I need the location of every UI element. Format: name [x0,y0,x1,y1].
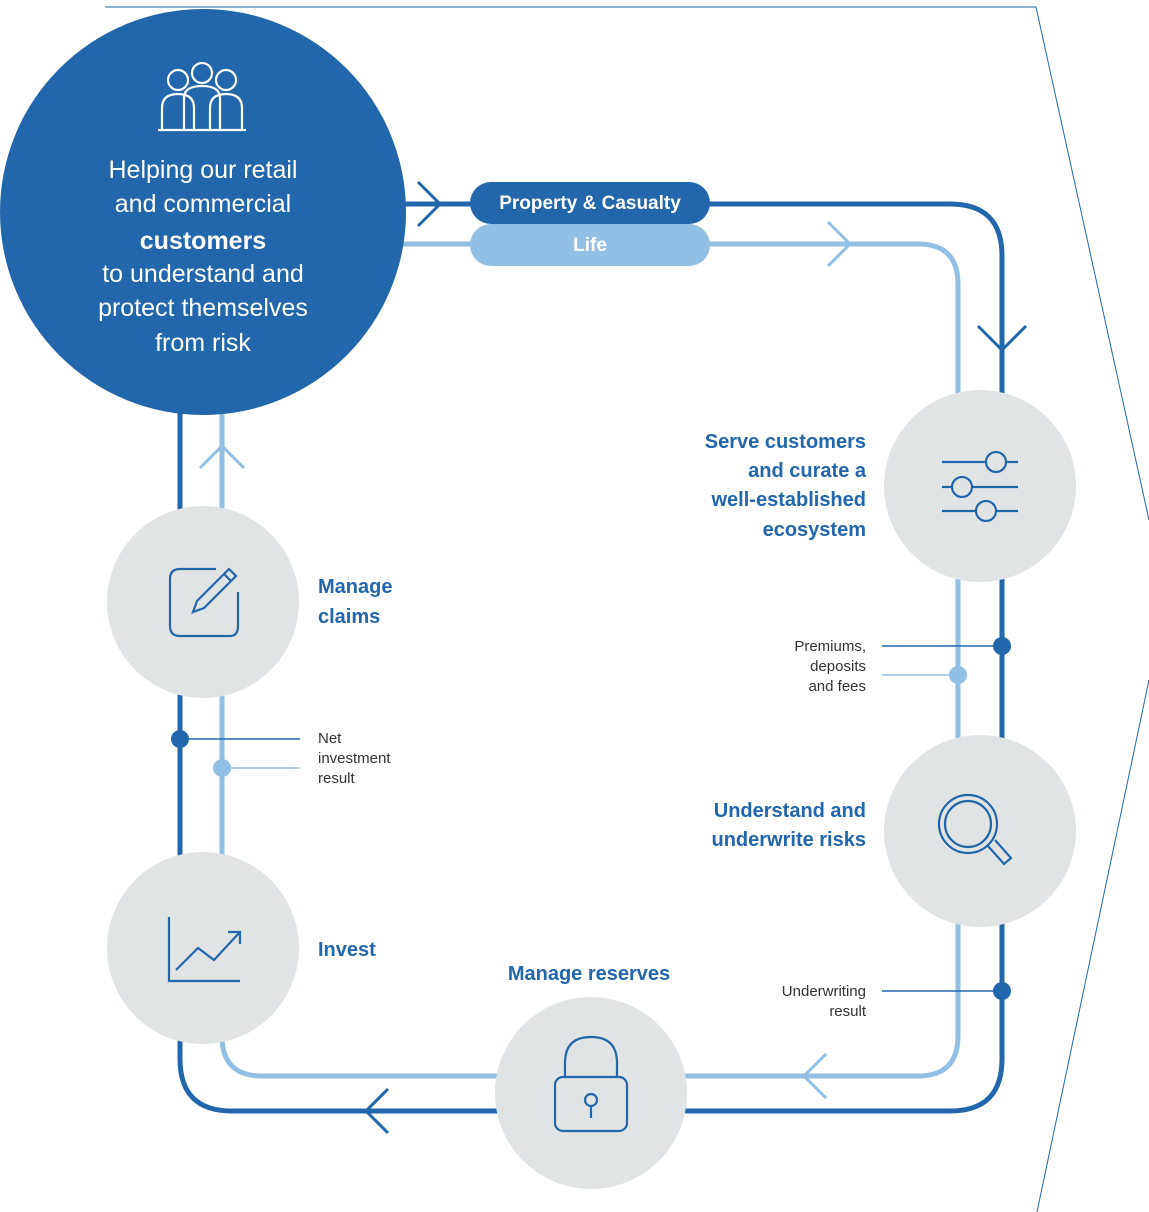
premiums-dot-pc [993,637,1011,655]
pc-pill-label: Property & Casualty [499,193,681,214]
arrow-pc-left-icon [363,1087,390,1135]
people-group-icon [158,61,246,132]
arrow-pc-down-icon [976,324,1028,353]
hub-text-line-2: and commercial [115,190,291,218]
manage-reserves-node [495,997,687,1189]
claims-label-line-1: Manage [318,576,392,598]
claims-node-circle [107,506,299,698]
hub-text-line-3: customers [140,227,266,255]
underwriting-dot-pc [993,982,1011,1000]
net-investment-dot-life [213,759,231,777]
serve-customers-node [884,390,1076,582]
premiums-label-line-3: and fees [808,678,866,695]
serve-label-line-1: Serve customers [705,431,866,453]
underwrite-node-circle [884,735,1076,927]
edit-note-icon [168,567,240,638]
net-investment-dot-pc [171,730,189,748]
serve-label-line-2: and curate a [748,460,867,482]
customers-hub: Helping our retail and commercial custom… [0,9,406,415]
arrow-life-up-icon [198,443,246,470]
property-casualty-pill: Property & Casualty [470,182,710,224]
life-pill-label: Life [573,235,607,256]
arrow-life-left-icon [801,1052,828,1100]
invest-node [107,852,299,1044]
sliders-icon [942,450,1018,523]
underwrite-label-line-2: underwrite risks [711,829,866,851]
hub-text-line-4: to understand and [102,260,304,288]
net-investment-label-line-3: result [318,770,356,787]
premiums-label-line-1: Premiums, [794,638,866,655]
underwriting-annotation-markers [882,982,1011,1000]
net-investment-label-line-1: Net [318,730,342,747]
pc-pill-shape [470,182,710,224]
growth-chart-icon [167,917,242,983]
manage-claims-node [107,506,299,698]
hub-circle [0,9,406,415]
underwriting-label-line-1: Underwriting [782,983,866,1000]
arrow-pc-right-icon [416,180,443,228]
premiums-annotation-markers [882,637,1011,684]
frame-line [105,6,1149,1212]
underwriting-label-line-2: result [829,1003,867,1020]
underwrite-label-line-1: Understand and [714,800,866,822]
claims-label-line-2: claims [318,606,380,628]
net-investment-annotation-markers [171,730,300,777]
hub-text-line-1: Helping our retail [109,156,298,184]
life-loop [219,241,961,1079]
premiums-dot-life [949,666,967,684]
underwrite-node [884,735,1076,927]
padlock-icon [553,1035,629,1133]
reserves-label: Manage reserves [508,963,670,985]
invest-label: Invest [318,939,376,961]
serve-label-line-3: well-established [711,489,867,511]
hub-text-line-6: from risk [155,329,251,357]
hub-text-line-5: protect themselves [98,294,308,322]
net-investment-label-line-2: investment [318,750,391,767]
invest-node-circle [107,852,299,1044]
serve-label-line-4: ecosystem [763,519,866,541]
life-pill: Life [470,224,710,266]
magnifier-icon [937,793,1013,866]
arrow-life-right-icon [826,220,853,268]
property-casualty-loop [177,201,1005,1114]
premiums-label-line-2: deposits [810,658,866,675]
life-pill-shape [470,224,710,266]
